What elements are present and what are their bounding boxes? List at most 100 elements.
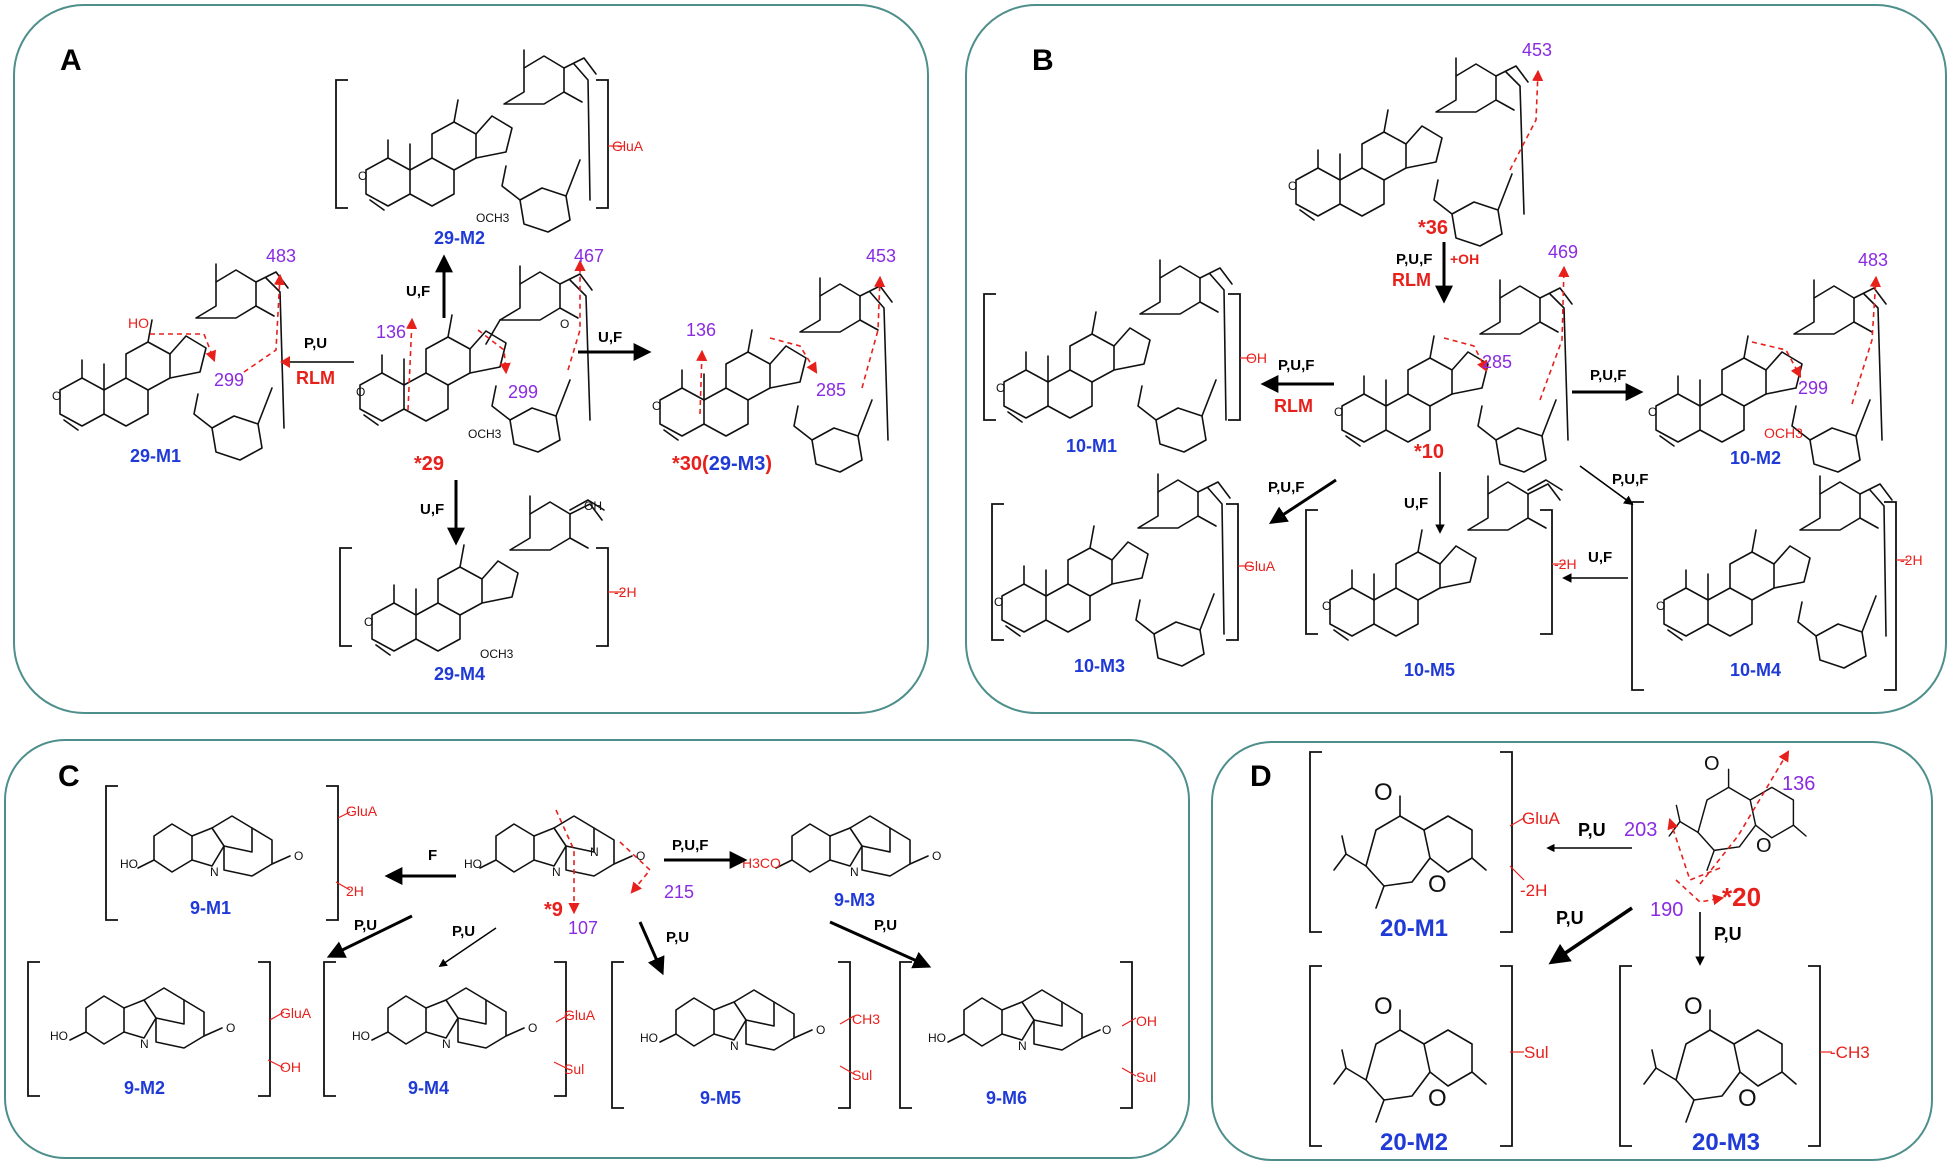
- bracket-9m2-right: [258, 961, 271, 1097]
- sub-9m2-a: GluA: [280, 1005, 312, 1021]
- frag-10m2-299: 299: [1798, 378, 1828, 398]
- bracket-9m5-right: [838, 961, 851, 1109]
- name-9-m4: 9-M4: [408, 1078, 449, 1098]
- panel-a-label: A: [60, 44, 82, 77]
- arrow-10-to-m3: [1268, 478, 1337, 524]
- bracket-29m4-left: [339, 547, 352, 647]
- sub-9m2-b: OH: [280, 1059, 301, 1075]
- atom-o-29m2: O: [358, 169, 367, 183]
- molecule-9: HO N N O: [464, 815, 645, 879]
- atom-och3-29m2: OCH3: [476, 211, 510, 225]
- parent-29: *29: [414, 453, 444, 475]
- name-29-m2: 29-M2: [434, 228, 485, 248]
- atom-o2-20m3: O: [1738, 1085, 1757, 1112]
- sub-29m4: -2H: [614, 584, 637, 600]
- sub-9m6-a: OH: [1136, 1013, 1157, 1029]
- molecule-29: O OCH3 O: [356, 265, 593, 453]
- bracket-20m2-right: [1500, 965, 1513, 1147]
- molecule-10: O: [1334, 279, 1573, 473]
- name-29-m3: *30(29-M3): [672, 453, 772, 475]
- atom-n2-9: N: [590, 845, 599, 859]
- atom-och3-29: OCH3: [468, 427, 502, 441]
- panel-a-frame: [13, 4, 929, 714]
- panel-c-label: C: [58, 760, 80, 793]
- name-20-m1: 20-M1: [1380, 915, 1448, 942]
- cond-10-to-m3: P,U,F: [1268, 479, 1304, 496]
- atom-o-20: O: [1704, 753, 1720, 775]
- molecule-10-m5: O: [1322, 475, 1563, 641]
- bracket-10m3-left: [991, 503, 1004, 641]
- molecule-9-m2: HO N O: [50, 987, 235, 1051]
- atom-ho-9m2: HO: [50, 1029, 68, 1043]
- atom-n-9m4: N: [442, 1037, 451, 1051]
- frag-29m3-136: 136: [686, 320, 716, 340]
- name-20-m2: 20-M2: [1380, 1129, 1448, 1156]
- bracket-9m1-right: [326, 785, 339, 921]
- cond-29-to-m4: U,F: [420, 501, 444, 518]
- atom-och3-10m2: OCH3: [1764, 425, 1803, 441]
- atom-ho-9m5: HO: [640, 1031, 658, 1045]
- cond-m4-to-m5: U,F: [1588, 549, 1612, 566]
- name-9-m5: 9-M5: [700, 1088, 741, 1108]
- cond-10-to-m1: P,U,F: [1278, 357, 1314, 374]
- rlm-29-to-m1: RLM: [296, 368, 335, 388]
- atom-o-10m3: O: [994, 595, 1003, 609]
- bracket-20m2-left: [1309, 965, 1322, 1147]
- atom-o-10m5: O: [1322, 599, 1331, 613]
- atom-o-20m1: O: [1374, 779, 1393, 806]
- name-29-m1: 29-M1: [130, 446, 181, 466]
- cond-10-to-m5: U,F: [1404, 495, 1428, 512]
- cond-29-to-m2: U,F: [406, 283, 430, 300]
- cond-9-to-m6: P,U: [874, 917, 897, 934]
- atom-ho-9m6: HO: [928, 1031, 946, 1045]
- name-10-m2: 10-M2: [1730, 448, 1781, 468]
- panel-c: C HO N N O *9 107 215 HO N O GluA 2H 9-M…: [4, 739, 1190, 1159]
- name-9-m1: 9-M1: [190, 898, 231, 918]
- atom-n-9m1: N: [210, 865, 219, 879]
- sub-9m1-b: 2H: [346, 883, 364, 899]
- atom-o-29m1: O: [52, 389, 61, 403]
- atom-o-9m2: O: [226, 1021, 235, 1035]
- molecule-10-m4: O: [1656, 475, 1893, 669]
- atom-o-29m3: O: [652, 399, 661, 413]
- frag-10-469: 469: [1548, 242, 1578, 262]
- bracket-10m5-right: [1540, 509, 1553, 635]
- sub-10m1: OH: [1246, 350, 1267, 366]
- molecule-29-m1: O HO: [52, 263, 289, 461]
- atom-o-36: O: [1288, 179, 1297, 193]
- frag-arrow-9-215: [619, 841, 652, 894]
- frag-arrow-9-107: [555, 809, 580, 915]
- arrow-9-to-m5: [638, 921, 665, 976]
- arrow-9-to-m4: [438, 927, 497, 967]
- bracket-20m1-right: [1500, 751, 1513, 933]
- molecule-10-m1: O: [996, 259, 1233, 453]
- frag-20-203: 203: [1624, 819, 1657, 841]
- bracket-9m2-left: [27, 961, 40, 1097]
- molecule-20-m3: O O: [1643, 993, 1797, 1123]
- frag-29-467: 467: [574, 246, 604, 266]
- panel-c-frame: [4, 739, 1190, 1159]
- sub-9m3-group: H3CO: [742, 855, 781, 871]
- molecule-9-m3: H3CO N O: [742, 815, 941, 879]
- bracket-9m6-right: [1120, 961, 1133, 1109]
- frag-29m1-483: 483: [266, 246, 296, 266]
- molecule-29-m3: O: [652, 277, 893, 473]
- atom-oh-29m4: OH: [584, 499, 602, 513]
- atom-o-20m2: O: [1374, 993, 1393, 1020]
- oh-36-to-10: +OH: [1450, 251, 1479, 267]
- atom-ho-29m1: HO: [128, 315, 149, 331]
- molecule-20-m2: O O: [1333, 993, 1487, 1123]
- frag-arrow-10-285: [1443, 337, 1488, 373]
- bracket-9m6-left: [899, 961, 912, 1109]
- cond-9-to-m4: P,U: [452, 923, 475, 940]
- cond-9-to-m1: F: [428, 847, 437, 864]
- parent-36: *36: [1418, 217, 1448, 239]
- atom-ho-9m1: HO: [120, 857, 138, 871]
- frag-arrow-29m3-453: [861, 275, 886, 389]
- bracket-29m2-left: [335, 79, 348, 209]
- atom-o-10m4: O: [1656, 599, 1665, 613]
- atom-o-9m6: O: [1102, 1023, 1111, 1037]
- name-9-m6: 9-M6: [986, 1088, 1027, 1108]
- name-20-m3: 20-M3: [1692, 1129, 1760, 1156]
- rlm-10-to-m1: RLM: [1274, 396, 1313, 416]
